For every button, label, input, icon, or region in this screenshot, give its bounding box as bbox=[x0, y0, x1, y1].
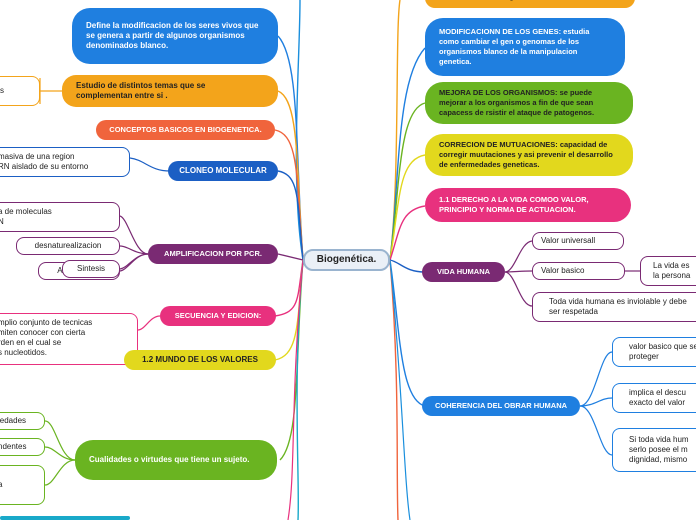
node-coherencia-child-3[interactable]: Si toda vida hum serlo posee el m dignid… bbox=[612, 428, 696, 472]
node-coherencia-obrar[interactable]: COHERENCIA DEL OBRAR HUMANA bbox=[422, 396, 580, 416]
node-conceptos-basicos[interactable]: CONCEPTOS BASICOS EN BIOGENETICA. bbox=[96, 120, 275, 140]
node-cualidades-child-2[interactable]: ndentes bbox=[0, 438, 45, 456]
node-cualidades[interactable]: Cualidades o virtudes que tiene un sujet… bbox=[75, 440, 277, 480]
central-topic[interactable]: Biogenética. bbox=[303, 249, 390, 271]
node-amplificacion-child-2[interactable]: desnaturealizacion bbox=[16, 237, 120, 255]
node-modificacion-definicion[interactable]: Define la modificacion de los seres vivo… bbox=[72, 8, 278, 64]
node-coherencia-child-1[interactable]: valor basico que se proteger bbox=[612, 337, 696, 367]
node-estudio[interactable]: Estudio de distintos temas que se comple… bbox=[62, 75, 278, 107]
node-derecho-vida[interactable]: 1.1 DERECHO A LA VIDA COMOO VALOR, PRINC… bbox=[425, 188, 631, 222]
node-modificacion-genes[interactable]: MODIFICACIONN DE LOS GENES: estudia como… bbox=[425, 18, 625, 76]
node-estudio-child[interactable]: s bbox=[0, 76, 40, 106]
node-top-partial[interactable]: directa el material genetico. bbox=[425, 0, 635, 8]
node-cualidades-child-3[interactable]: a bbox=[0, 465, 45, 505]
node-mejora-organismos[interactable]: MEJORA DE LOS ORGANISMOS: se puede mejor… bbox=[425, 82, 633, 124]
node-cloneo-molecular[interactable]: CLONEO MOLECULAR bbox=[168, 161, 278, 181]
node-cloneo-child[interactable]: masiva de una region RN aislado de su en… bbox=[0, 147, 130, 177]
node-valor-basico-child[interactable]: La vida es la persona bbox=[640, 256, 696, 286]
node-mundo-valores[interactable]: 1.2 MUNDO DE LOS VALORES bbox=[124, 350, 276, 370]
node-coherencia-child-2[interactable]: implica el descu exacto del valor bbox=[612, 383, 696, 413]
node-correcion-mutuaciones[interactable]: CORRECION DE MUTUACIONES: capacidad de c… bbox=[425, 134, 633, 176]
node-vida-child-1[interactable]: Valor universall bbox=[532, 232, 624, 250]
node-vida-child-2[interactable]: Valor basico bbox=[532, 262, 625, 280]
node-secuencia-edicion[interactable]: SECUENCIA Y EDICION: bbox=[160, 306, 276, 326]
node-vida-humana[interactable]: VIDA HUMANA bbox=[422, 262, 505, 282]
node-amplificacion-child-4[interactable]: Sintesis bbox=[62, 260, 120, 278]
node-secuencia-child[interactable]: mplio conjunto de tecnicas miten conocer… bbox=[0, 313, 138, 365]
bottom-left-bar bbox=[0, 516, 130, 520]
node-amplificacion-pcr[interactable]: AMPLIFICACION POR PCR. bbox=[148, 244, 278, 264]
node-amplificacion-child-1[interactable]: a de moleculas N bbox=[0, 202, 120, 232]
node-cualidades-child-1[interactable]: iedades bbox=[0, 412, 45, 430]
node-vida-child-3[interactable]: Toda vida humana es inviolable y debe se… bbox=[532, 292, 696, 322]
